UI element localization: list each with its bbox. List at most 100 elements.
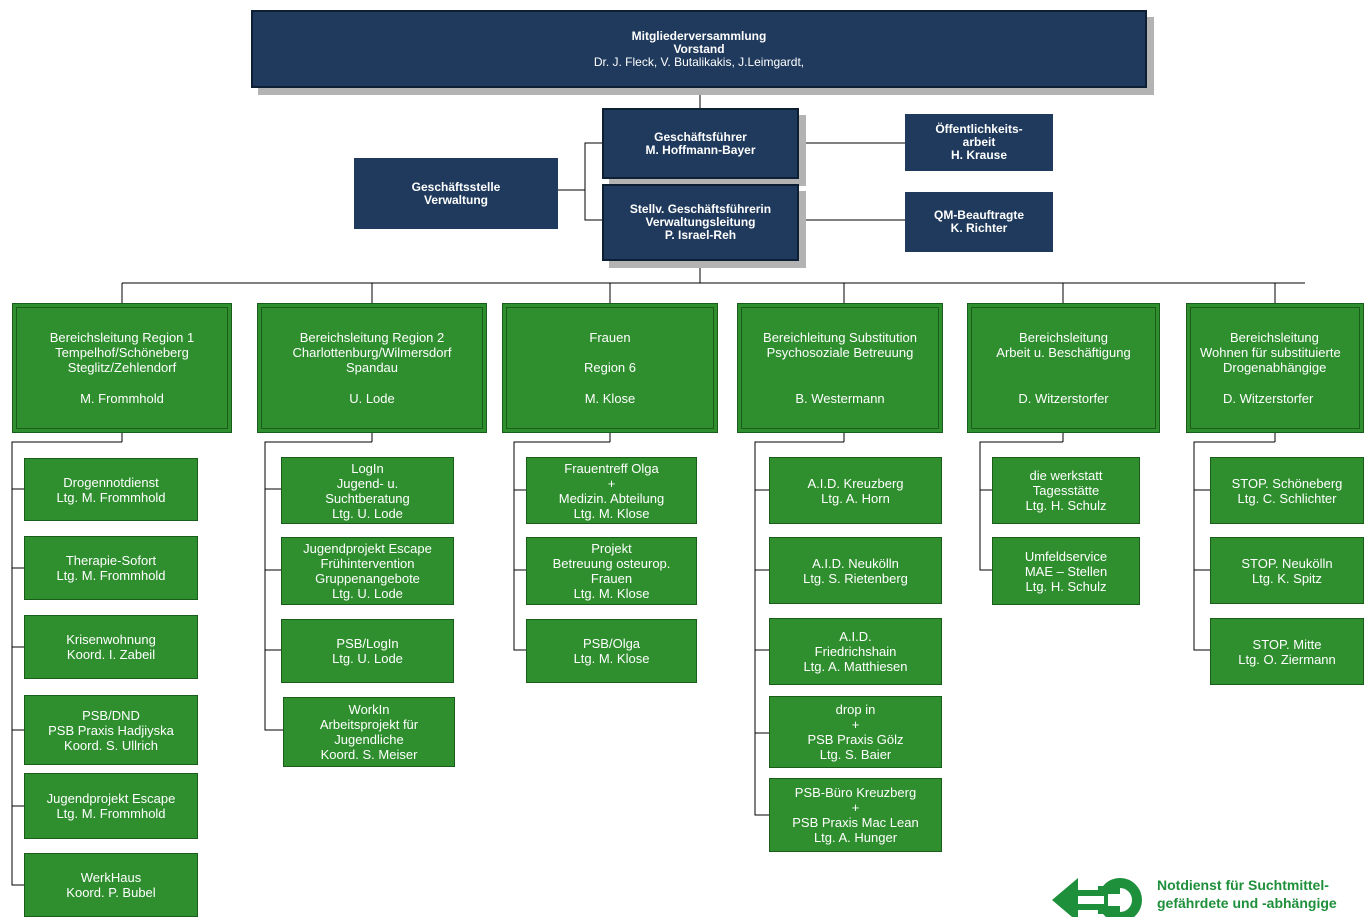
unit-box: A.I.D. Friedrichshain Ltg. A. Matthiesen bbox=[769, 618, 942, 685]
unit-box: Jugendprojekt Escape Frühintervention Gr… bbox=[281, 537, 454, 605]
unit-box: Frauentreff Olga + Medizin. Abteilung Lt… bbox=[526, 457, 697, 524]
unit-line: + bbox=[851, 800, 860, 815]
unit-box: PSB/LogIn Ltg. U. Lode bbox=[281, 619, 454, 683]
unit-line: Koord. S. Ullrich bbox=[64, 737, 158, 753]
board-box: Mitgliederversammlung Vorstand Dr. J. Fl… bbox=[251, 10, 1147, 88]
deputy-director-name: P. Israel-Reh bbox=[664, 228, 737, 242]
unit-line: PSB Praxis Hadjiyska bbox=[48, 722, 174, 738]
dept-title-line: Spandau bbox=[345, 360, 399, 375]
dept-title-line: Bereichsleitung bbox=[1230, 330, 1319, 345]
dept-lead: U. Lode bbox=[349, 391, 395, 406]
unit-line: Ltg. O. Ziermann bbox=[1238, 651, 1336, 667]
unit-line: Ltg. M. Klose bbox=[573, 505, 650, 521]
unit-line: WerkHaus bbox=[80, 870, 142, 885]
unit-line: Umfeldservice bbox=[1024, 548, 1108, 564]
unit-line: Suchtberatung bbox=[325, 490, 410, 506]
managing-director-role: Geschäftsführer bbox=[654, 129, 747, 144]
dept-lead: B. Westermann bbox=[795, 391, 885, 406]
unit-box: Drogennotdienst Ltg. M. Frommhold bbox=[24, 458, 198, 521]
dept-lead: M. Frommhold bbox=[80, 391, 164, 406]
office-subtitle: Verwaltung bbox=[423, 192, 488, 207]
unit-line: Tagesstätte bbox=[1032, 483, 1100, 498]
dept-lead: D. Witzerstorfer bbox=[1018, 391, 1109, 406]
unit-box: A.I.D. Neukölln Ltg. S. Rietenberg bbox=[769, 537, 942, 604]
unit-line: Ltg. M. Frommhold bbox=[56, 568, 166, 583]
dept-box-work: Bereichsleitung Arbeit u. Beschäftigung … bbox=[967, 303, 1160, 433]
unit-line: Ltg. U. Lode bbox=[332, 586, 403, 601]
dept-title-line: Wohnen für substituierte bbox=[1200, 345, 1341, 360]
unit-line: Projekt bbox=[591, 541, 632, 556]
unit-line: + bbox=[607, 475, 616, 491]
unit-line: Ltg. A. Matthiesen bbox=[803, 659, 908, 674]
dept-box-housing: Bereichsleitung Wohnen für substituierte… bbox=[1186, 303, 1364, 433]
unit-box: drop in + PSB Praxis Gölz Ltg. S. Baier bbox=[769, 696, 942, 768]
unit-line: PSB Praxis Mac Lean bbox=[792, 815, 919, 830]
dept-title-line: Arbeit u. Beschäftigung bbox=[996, 345, 1131, 360]
logo-line2: gefährdete und -abhängige bbox=[1157, 895, 1337, 911]
unit-box: die werkstatt Tagesstätte Ltg. H. Schulz bbox=[992, 457, 1140, 524]
unit-line: STOP. Mitte bbox=[1252, 636, 1322, 652]
unit-line: A.I.D. bbox=[839, 629, 872, 644]
dept-title-line: Bereichsleitung Region 2 bbox=[299, 330, 445, 345]
unit-line: Ltg. S. Rietenberg bbox=[803, 570, 908, 586]
board-subtitle: Vorstand bbox=[673, 41, 725, 56]
unit-line: PSB/LogIn bbox=[336, 636, 399, 651]
qm-role: QM-Beauftragte bbox=[933, 208, 1024, 222]
managing-director-box: Geschäftsführer M. Hoffmann-Bayer bbox=[602, 108, 799, 179]
dept-box-women: Frauen Region 6 M. Klose bbox=[502, 303, 718, 433]
unit-line: Koord. P. Bubel bbox=[66, 885, 156, 900]
dept-title-line: Steglitz/Zehlendorf bbox=[67, 360, 177, 375]
unit-line: Ltg. K. Spitz bbox=[1251, 570, 1323, 586]
unit-line: Therapie-Sofort bbox=[65, 553, 157, 568]
unit-box: PSB/Olga Ltg. M. Klose bbox=[526, 619, 697, 683]
dept-box-substitution: Bereichleitung Substitution Psychosozial… bbox=[737, 303, 943, 433]
unit-line: Ltg. M. Klose bbox=[573, 586, 650, 601]
unit-line: Jugend- u. bbox=[336, 475, 399, 491]
unit-line: Frauen bbox=[590, 571, 633, 586]
unit-line: LogIn bbox=[351, 460, 384, 476]
unit-box: Krisenwohnung Koord. I. Zabeil bbox=[24, 615, 198, 679]
organization-logo: Notdienst für Suchtmittel- gefährdete un… bbox=[1052, 870, 1364, 917]
unit-line: A.I.D. Neukölln bbox=[812, 555, 899, 571]
unit-line: PSB Praxis Gölz bbox=[807, 732, 904, 747]
managing-director-name: M. Hoffmann-Bayer bbox=[645, 142, 756, 157]
qm-name: K. Richter bbox=[950, 221, 1008, 235]
unit-line: Jugendliche bbox=[334, 732, 404, 747]
unit-box: WerkHaus Koord. P. Bubel bbox=[24, 853, 198, 917]
dept-title-line: Psychosoziale Betreuung bbox=[766, 345, 914, 360]
unit-line: Arbeitsprojekt für bbox=[319, 717, 419, 732]
unit-line: Betreuung osteurop. bbox=[552, 556, 671, 571]
unit-box: WorkIn Arbeitsprojekt für Jugendliche Ko… bbox=[283, 697, 455, 767]
unit-line: Ltg. A. Horn bbox=[821, 490, 890, 506]
board-title: Mitgliederversammlung bbox=[631, 28, 767, 43]
unit-box: PSB/DND PSB Praxis Hadjiyska Koord. S. U… bbox=[24, 695, 198, 765]
dept-title-line: Charlottenburg/Wilmersdorf bbox=[292, 345, 452, 360]
dept-title-line: Region 6 bbox=[583, 360, 637, 375]
unit-line: Gruppenangebote bbox=[315, 571, 420, 586]
unit-line: Drogennotdienst bbox=[63, 474, 159, 490]
unit-line: MAE – Stellen bbox=[1024, 563, 1108, 579]
unit-line: + bbox=[851, 717, 860, 732]
unit-line: die werkstatt bbox=[1029, 468, 1103, 483]
public-relations-line2: arbeit bbox=[962, 135, 996, 149]
unit-line: Jugendprojekt Escape bbox=[46, 791, 176, 806]
dept-title-line: Bereichsleitung bbox=[1019, 330, 1108, 345]
unit-line: Ltg. A. Hunger bbox=[813, 830, 898, 845]
dept-title-line: Bereichleitung Substitution bbox=[763, 330, 917, 345]
deputy-director-dept: Verwaltungsleitung bbox=[645, 215, 756, 229]
logo-line1: Notdienst für Suchtmittel- bbox=[1157, 877, 1329, 893]
unit-line: WorkIn bbox=[348, 702, 390, 717]
public-relations-line1: Öffentlichkeits- bbox=[935, 122, 1023, 136]
dept-title-line: Drogenabhängige bbox=[1223, 360, 1327, 375]
unit-line: STOP. Schöneberg bbox=[1231, 475, 1343, 491]
office-title: Geschäftsstelle bbox=[411, 179, 501, 194]
unit-line: Krisenwohnung bbox=[66, 632, 156, 647]
unit-box: Projekt Betreuung osteurop. Frauen Ltg. … bbox=[526, 537, 697, 605]
unit-box: STOP. Neukölln Ltg. K. Spitz bbox=[1210, 537, 1364, 604]
unit-line: Jugendprojekt Escape bbox=[303, 541, 432, 556]
unit-box: LogIn Jugend- u. Suchtberatung Ltg. U. L… bbox=[281, 457, 454, 524]
board-members: Dr. J. Fleck, V. Butalikakis, J.Leimgard… bbox=[593, 54, 805, 69]
unit-line: Frühintervention bbox=[320, 556, 415, 571]
dept-box-region1: Bereichsleitung Region 1 Tempelhof/Schön… bbox=[12, 303, 232, 433]
